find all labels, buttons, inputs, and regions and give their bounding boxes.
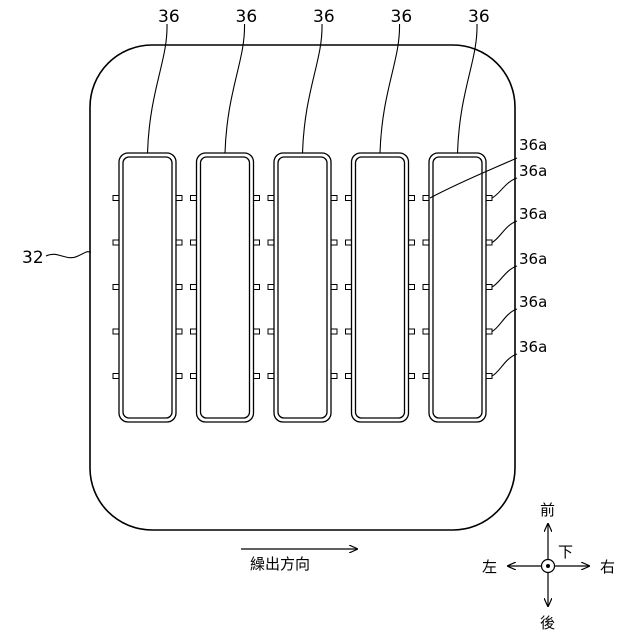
unit-label: 36 (236, 7, 258, 27)
tab-label: 36a (519, 250, 547, 268)
panel-leader-line (46, 252, 91, 258)
side-tab (486, 196, 492, 201)
side-tab (113, 285, 119, 290)
side-tab (331, 240, 337, 245)
side-tab (191, 196, 197, 201)
unit-outer-outline (274, 153, 331, 422)
side-tab (346, 285, 352, 290)
side-tab (423, 196, 429, 201)
side-tab (254, 374, 260, 379)
compass-rose: 前 後 左 右 下 (482, 501, 615, 632)
side-tab (423, 240, 429, 245)
side-tab (346, 329, 352, 334)
unit-label: 36 (313, 7, 335, 27)
side-tab (268, 285, 274, 290)
side-tab (409, 240, 415, 245)
tab-leader-line (492, 221, 517, 243)
side-tab (113, 374, 119, 379)
tab-label: 36a (519, 338, 547, 356)
side-tab (176, 374, 182, 379)
side-tab (346, 374, 352, 379)
side-tab (268, 196, 274, 201)
side-tab (113, 329, 119, 334)
tab-leader-line (492, 354, 517, 376)
tab-label-group: 36a 36a 36a 36a 36a 36a (430, 136, 547, 376)
side-tab (331, 196, 337, 201)
side-tab (254, 240, 260, 245)
side-tab (176, 329, 182, 334)
side-tab (268, 240, 274, 245)
side-tab (176, 240, 182, 245)
side-tab (191, 329, 197, 334)
side-tab (254, 196, 260, 201)
side-tab (268, 374, 274, 379)
tab-label: 36a (519, 205, 547, 223)
side-tab (346, 196, 352, 201)
compass-front-label: 前 (540, 501, 555, 519)
side-tab (176, 285, 182, 290)
unit-leader-line (225, 24, 245, 153)
unit-outer-outline (119, 153, 176, 422)
side-tab (423, 374, 429, 379)
tab-label: 36a (519, 136, 547, 154)
compass-down-label: 下 (558, 543, 573, 561)
compass-down-dot-icon (546, 564, 550, 568)
compass-back-label: 後 (540, 614, 555, 632)
unit-leader-line (380, 24, 400, 153)
unit-label-group: 36 36 36 36 36 (148, 7, 490, 153)
unit-label: 36 (158, 7, 180, 27)
unit-inner-outline (278, 157, 327, 418)
unit-leader-line (148, 24, 168, 153)
side-tab (486, 240, 492, 245)
unit-label: 36 (468, 7, 490, 27)
feed-direction-label: 繰出方向 (250, 555, 310, 573)
side-tab (113, 240, 119, 245)
side-tab (331, 329, 337, 334)
side-tab (486, 329, 492, 334)
side-tab (176, 196, 182, 201)
side-tab (409, 285, 415, 290)
tab-group (113, 196, 492, 379)
unit-outer-outline (197, 153, 254, 422)
side-tab (409, 329, 415, 334)
unit-inner-outline (356, 157, 405, 418)
side-tab (423, 285, 429, 290)
unit-leader-line (303, 24, 323, 153)
side-tab (191, 285, 197, 290)
unit-inner-outline (433, 157, 482, 418)
unit-label: 36 (391, 7, 413, 27)
side-tab (486, 374, 492, 379)
tab-label: 36a (519, 162, 547, 180)
unit-outer-outline (352, 153, 409, 422)
side-tab (254, 285, 260, 290)
tab-label: 36a (519, 293, 547, 311)
tab-leader-line (492, 266, 517, 287)
side-tab (346, 240, 352, 245)
unit-inner-outline (123, 157, 172, 418)
tab-leader-line (430, 158, 517, 198)
compass-right-label: 右 (600, 558, 615, 576)
side-tab (113, 196, 119, 201)
unit-outer-outline (429, 153, 486, 422)
side-tab (191, 240, 197, 245)
side-tab (331, 374, 337, 379)
side-tab (423, 329, 429, 334)
side-tab (409, 196, 415, 201)
unit-group (119, 153, 486, 422)
unit-leader-line (458, 24, 478, 153)
base-panel (90, 45, 515, 530)
tab-leader-line (492, 309, 517, 332)
side-tab (331, 285, 337, 290)
side-tab (254, 329, 260, 334)
panel-label: 32 (22, 248, 44, 268)
side-tab (191, 374, 197, 379)
side-tab (409, 374, 415, 379)
unit-inner-outline (201, 157, 250, 418)
tab-leader-line (492, 178, 517, 198)
side-tab (268, 329, 274, 334)
side-tab (486, 285, 492, 290)
compass-left-label: 左 (482, 558, 497, 576)
